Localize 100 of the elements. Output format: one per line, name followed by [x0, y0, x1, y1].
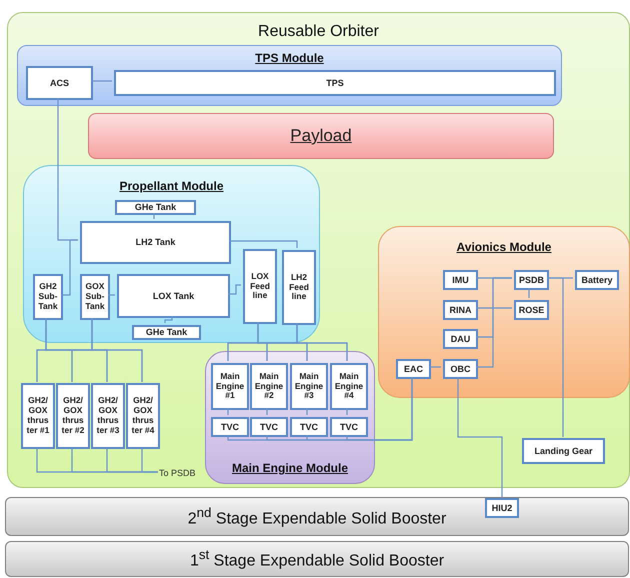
component-box [126, 383, 160, 449]
component-label: GH2/ GOX thrus ter #3 [96, 396, 120, 436]
connector-line [228, 284, 241, 295]
component-label: LOX Feed line [249, 272, 271, 302]
component-box [117, 274, 230, 318]
component-label: TVC [340, 422, 358, 432]
component-box [211, 417, 249, 437]
component-box [91, 383, 125, 449]
connector-line [429, 366, 441, 368]
component-label: Main Engine #4 [334, 372, 364, 402]
component-label: IMU [452, 274, 469, 286]
stage-label: 1$^{st}$ Stage Expendable Solid Booster [190, 547, 444, 571]
booster-stage-bar [5, 541, 629, 577]
component-label: GHe Tank [146, 327, 188, 338]
connector-line [229, 240, 298, 248]
connector-line [547, 277, 564, 437]
component-box [330, 417, 368, 437]
component-box [290, 417, 328, 437]
component-label: TPS [326, 78, 344, 88]
payload-panel [88, 113, 554, 159]
component-box [115, 200, 196, 215]
connector-line [346, 408, 348, 415]
component-box [522, 438, 605, 464]
component-label: GH2/ GOX thrus ter #1 [26, 396, 50, 436]
component-box [282, 250, 316, 325]
component-box [485, 498, 519, 518]
module-title: Reusable Orbiter [258, 23, 379, 40]
connector-line [61, 239, 78, 296]
component-box [211, 363, 249, 410]
component-label: GOX Sub- Tank [84, 282, 106, 312]
module-panel [23, 165, 320, 343]
component-box [250, 363, 288, 410]
component-box [575, 270, 619, 290]
payload-label: Payload [290, 126, 352, 146]
stage-label: 2$^{nd}$ Stage Expendable Solid Booster [188, 504, 446, 528]
connector-line [296, 323, 348, 361]
component-label: DAU [450, 334, 470, 344]
component-label: ACS [50, 78, 69, 88]
connector-line [91, 80, 112, 82]
module-panel [378, 226, 630, 398]
component-label: HIU2 [492, 502, 512, 514]
component-label: EAC [404, 364, 423, 374]
module-panel [205, 351, 375, 484]
component-label: ROSE [518, 304, 544, 316]
component-box [80, 221, 231, 264]
note-label: To PSDB [159, 468, 196, 478]
component-box [443, 329, 478, 349]
connector-line [266, 408, 268, 415]
connector-line [108, 294, 115, 296]
component-box [114, 70, 556, 96]
connector-line [476, 277, 512, 368]
component-box [514, 300, 549, 320]
component-label: GH2 Sub- Tank [37, 282, 59, 312]
component-box [330, 363, 368, 410]
component-label: OBC [450, 364, 470, 374]
component-label: Battery [581, 274, 612, 286]
component-box [33, 274, 63, 320]
connector-line [306, 408, 308, 415]
component-box [443, 270, 478, 290]
connector-line [346, 377, 413, 441]
component-label: Landing Gear [534, 446, 592, 456]
component-box [26, 66, 93, 100]
component-box [56, 383, 90, 449]
connector-line [164, 316, 173, 323]
component-box [290, 363, 328, 410]
component-label: GHe Tank [134, 202, 176, 213]
component-label: LOX Tank [152, 290, 194, 302]
component-box [514, 270, 549, 290]
component-box [396, 359, 431, 379]
component-label: GH2/ GOX thrus ter #2 [60, 396, 86, 436]
module-title: Main Engine Module [232, 461, 348, 475]
connector-line [141, 448, 158, 473]
connector-line [528, 288, 530, 298]
component-label: TVC [300, 422, 318, 432]
component-label: Main Engine #1 [214, 372, 246, 402]
component-label: TVC [260, 422, 278, 432]
connector-line [476, 307, 512, 309]
component-label: PSDB [518, 274, 544, 286]
component-label: LH2 Tank [136, 237, 176, 248]
module-title: TPS Module [255, 51, 324, 65]
module-title: Avionics Module [456, 240, 552, 254]
orbiter-panel [7, 12, 630, 488]
component-label: GH2/ GOX thrus ter #4 [130, 396, 156, 436]
component-box [132, 325, 201, 340]
component-box [21, 383, 55, 449]
connector-line [227, 408, 229, 415]
component-box [250, 417, 288, 437]
connector-line [457, 377, 503, 497]
component-label: RINA [450, 304, 472, 316]
connector-line [91, 318, 143, 382]
component-label: Main Engine #2 [254, 372, 284, 402]
component-label: Main Engine #3 [294, 372, 324, 402]
component-label: TVC [221, 422, 239, 432]
component-box [243, 249, 277, 324]
module-title: Propellant Module [119, 179, 224, 193]
module-panel [17, 45, 562, 106]
component-box [80, 274, 110, 320]
component-box [443, 359, 478, 379]
connector-line [153, 213, 155, 219]
component-label: LH2 Feed line [288, 272, 310, 302]
